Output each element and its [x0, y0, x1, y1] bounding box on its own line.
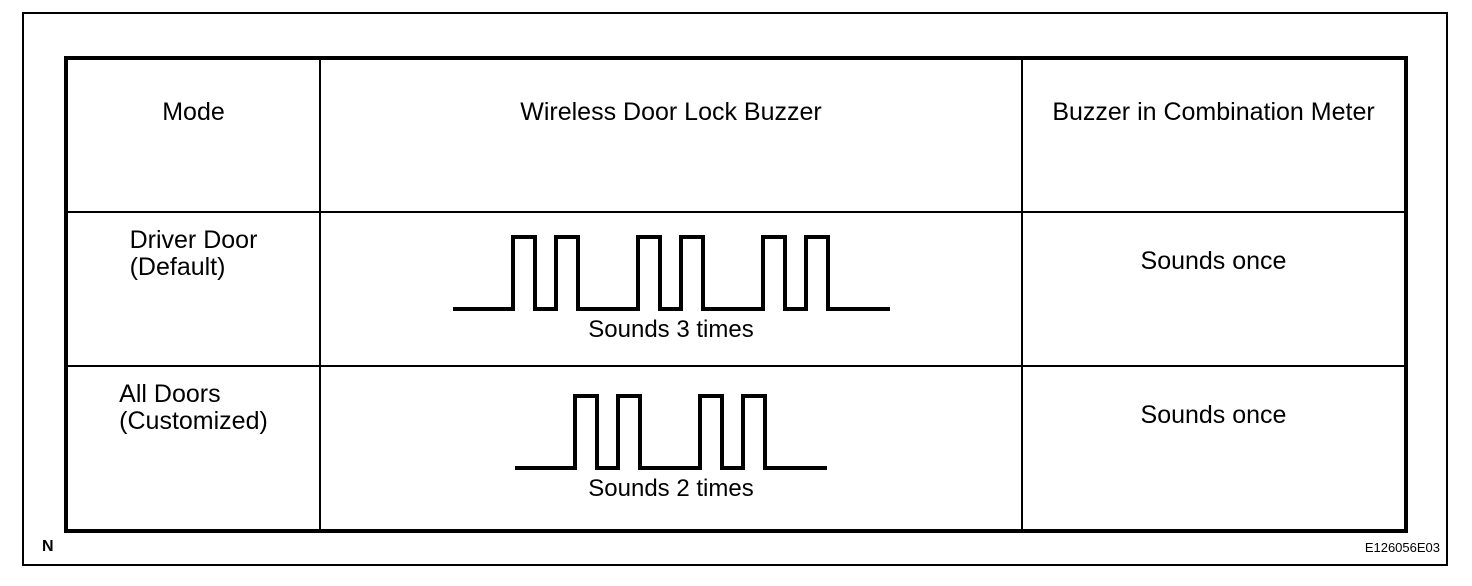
meter-sound-text: Sounds once	[1140, 247, 1287, 275]
buzzer-mode-table: Mode Wireless Door Lock Buzzer Buzzer in…	[64, 56, 1408, 533]
mode-line-2: (Customized)	[119, 407, 268, 435]
col-header-combination-meter: Buzzer in Combination Meter	[1023, 60, 1404, 213]
buzzer-waveform-2-times: Sounds 2 times	[513, 393, 829, 503]
col-header-wireless-label: Wireless Door Lock Buzzer	[520, 98, 822, 126]
table-row-2-waveform-cell: Sounds 2 times	[321, 367, 1023, 529]
table-row-1-mode-cell: Driver Door (Default)	[68, 213, 321, 367]
table-row-2-mode-cell: All Doors (Customized)	[68, 367, 321, 529]
waveform-pulse-diagram	[513, 393, 829, 475]
note-marker: N	[42, 538, 54, 555]
waveform-caption: Sounds 2 times	[588, 474, 754, 502]
mode-line-2: (Default)	[129, 253, 226, 281]
col-header-combination-label: Buzzer in Combination Meter	[1052, 98, 1375, 126]
col-header-mode: Mode	[68, 60, 321, 213]
mode-all-doors: All Doors (Customized)	[119, 381, 268, 435]
table-row-1-meter-cell: Sounds once	[1023, 213, 1404, 367]
col-header-wireless-door-lock-buzzer: Wireless Door Lock Buzzer	[321, 60, 1023, 213]
figure-code: E126056E03	[1364, 540, 1440, 555]
table-row-1-waveform-cell: Sounds 3 times	[321, 213, 1023, 367]
table-row-2-meter-cell: Sounds once	[1023, 367, 1404, 529]
buzzer-waveform-3-times: Sounds 3 times	[451, 234, 892, 344]
meter-sound-text: Sounds once	[1140, 401, 1287, 429]
mode-line-1: Driver Door	[129, 226, 258, 254]
waveform-caption: Sounds 3 times	[588, 315, 754, 343]
mode-line-1: All Doors	[119, 380, 221, 408]
mode-driver-door: Driver Door (Default)	[130, 227, 258, 281]
waveform-pulse-diagram	[451, 234, 892, 316]
col-header-mode-label: Mode	[162, 98, 225, 126]
